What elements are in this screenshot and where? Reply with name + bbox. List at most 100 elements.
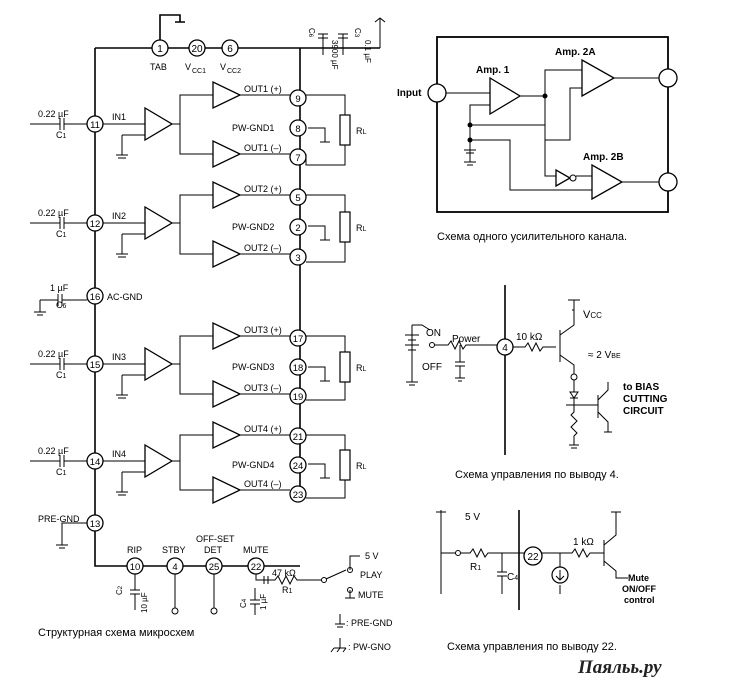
legend-pregnd: : PRE-GND	[346, 618, 393, 628]
on-label: ON	[426, 328, 441, 339]
power-switch-contact	[429, 342, 435, 348]
amp1-label: Amp. 1	[476, 65, 510, 76]
junction-1	[542, 93, 548, 99]
stby-terminal	[171, 607, 179, 615]
tab-label: TAB	[150, 62, 167, 72]
pin-7	[289, 148, 307, 166]
junction-3	[467, 137, 473, 143]
amp2a-label: Amp. 2A	[555, 47, 596, 58]
pin-14	[86, 452, 104, 470]
c2-capacitor	[130, 574, 140, 610]
pin22-node	[455, 550, 461, 556]
pin-5-num: 5	[295, 193, 300, 204]
amp-out3m	[212, 379, 242, 409]
in4-split	[172, 434, 213, 491]
channel-1	[30, 80, 351, 169]
block-diagram: 1 TAB 20 V CC1 6 V CC2 C6 3900 µF C3 0.1…	[30, 14, 393, 653]
vcc2-label: V	[220, 62, 226, 72]
pin-25-num: 25	[209, 562, 220, 573]
c1-value-3: 0.22 µF	[38, 349, 69, 359]
out1-wires	[240, 94, 330, 155]
in2-preamp	[144, 205, 174, 241]
pin-16-num: 16	[90, 292, 101, 303]
pin-12-num: 12	[90, 219, 101, 230]
inverter-triangle	[555, 168, 572, 188]
in2-ground	[116, 233, 145, 258]
pin-11-num: 11	[90, 120, 100, 131]
pin-23-num: 23	[293, 490, 304, 501]
out3-wires	[240, 335, 330, 395]
offset-label: OFF-SET	[196, 534, 235, 544]
switch-common	[321, 577, 327, 583]
pin-14-num: 14	[90, 457, 101, 468]
pin4-wires	[405, 309, 575, 386]
rl3-wires	[306, 335, 346, 401]
c2-value: 10 µF	[140, 592, 149, 613]
pin22-circuit: 22 5 V R1 C4 1 kΩ Mute ON/OFF control Сх…	[436, 510, 656, 653]
c1-label-3: C1	[56, 370, 67, 380]
c2-label: C2	[115, 585, 124, 595]
det-label: DET	[204, 545, 223, 555]
pin22-wires	[436, 510, 628, 594]
pin-10	[126, 557, 144, 575]
amp-out4m	[212, 475, 242, 505]
rl4-resistor	[339, 449, 351, 481]
pin-7-num: 7	[295, 153, 300, 164]
pin-21	[289, 427, 307, 445]
pin-8	[289, 119, 307, 137]
channel-4	[30, 420, 351, 505]
pin-21-num: 21	[293, 432, 304, 443]
r1-label: R1	[282, 585, 293, 595]
pin22-caption: Схема управления по выводу 22.	[447, 641, 617, 653]
c4-label: C4	[239, 598, 248, 608]
c6-capacitor	[318, 33, 328, 55]
rl2-label: RL	[356, 223, 367, 233]
pin-13-num: 13	[90, 519, 101, 530]
pin-15-num: 15	[90, 360, 101, 371]
rl1-resistor	[339, 114, 351, 146]
c1-value-4: 0.22 µF	[38, 446, 69, 456]
out4-wires	[240, 434, 330, 491]
input-label: Input	[397, 88, 422, 99]
amp2b-triangle	[591, 163, 624, 201]
c6-value: 3900 µF	[330, 40, 339, 70]
in1-split	[172, 94, 213, 155]
output-a-terminal	[658, 68, 678, 88]
rl1-label: RL	[356, 126, 367, 136]
pin-24-num: 24	[293, 461, 304, 472]
vcc-rail	[568, 299, 580, 310]
vcc1-sub: CC1	[192, 68, 206, 75]
acgnd-cap	[34, 294, 87, 316]
play-label: PLAY	[360, 570, 382, 580]
pin-10-num: 10	[130, 562, 141, 573]
pin-24	[289, 456, 307, 474]
out2p-label: OUT2 (+)	[244, 184, 282, 194]
v2be-node	[570, 373, 578, 381]
mute-label: MUTE	[243, 545, 269, 555]
in4-ground	[116, 471, 145, 496]
c3-value: 0.1 µF	[363, 40, 372, 63]
bias-label-1: to BIAS	[623, 382, 659, 393]
pin-4-num: 4	[172, 562, 177, 573]
legend-pwgnd-symbol	[330, 638, 347, 653]
amp-out2m	[212, 239, 242, 269]
out2m-label: OUT2 (–)	[244, 243, 282, 253]
pin22-circle	[523, 546, 543, 566]
in1-label: IN1	[112, 112, 126, 122]
vcc-label: VCC	[583, 309, 602, 321]
rl3-label: RL	[356, 363, 367, 373]
c1-value-1: 0.22 µF	[38, 109, 69, 119]
v2be-label: ≈ 2 VBE	[588, 350, 621, 361]
pin-1	[151, 39, 169, 57]
pin22-r1-label: R1	[470, 562, 481, 573]
in3-preamp	[144, 346, 174, 382]
channel-caption: Схема одного усилительного канала.	[437, 231, 627, 243]
acgnd-label: AC-GND	[107, 292, 143, 302]
vcc2-sub: CC2	[227, 68, 241, 75]
in1-preamp	[144, 106, 174, 142]
current-source-arrow	[555, 570, 565, 581]
amp-out3p	[212, 321, 242, 351]
switch-blade	[325, 569, 347, 580]
amp2a-triangle	[581, 58, 616, 98]
c1-input-cap-4	[30, 455, 87, 467]
